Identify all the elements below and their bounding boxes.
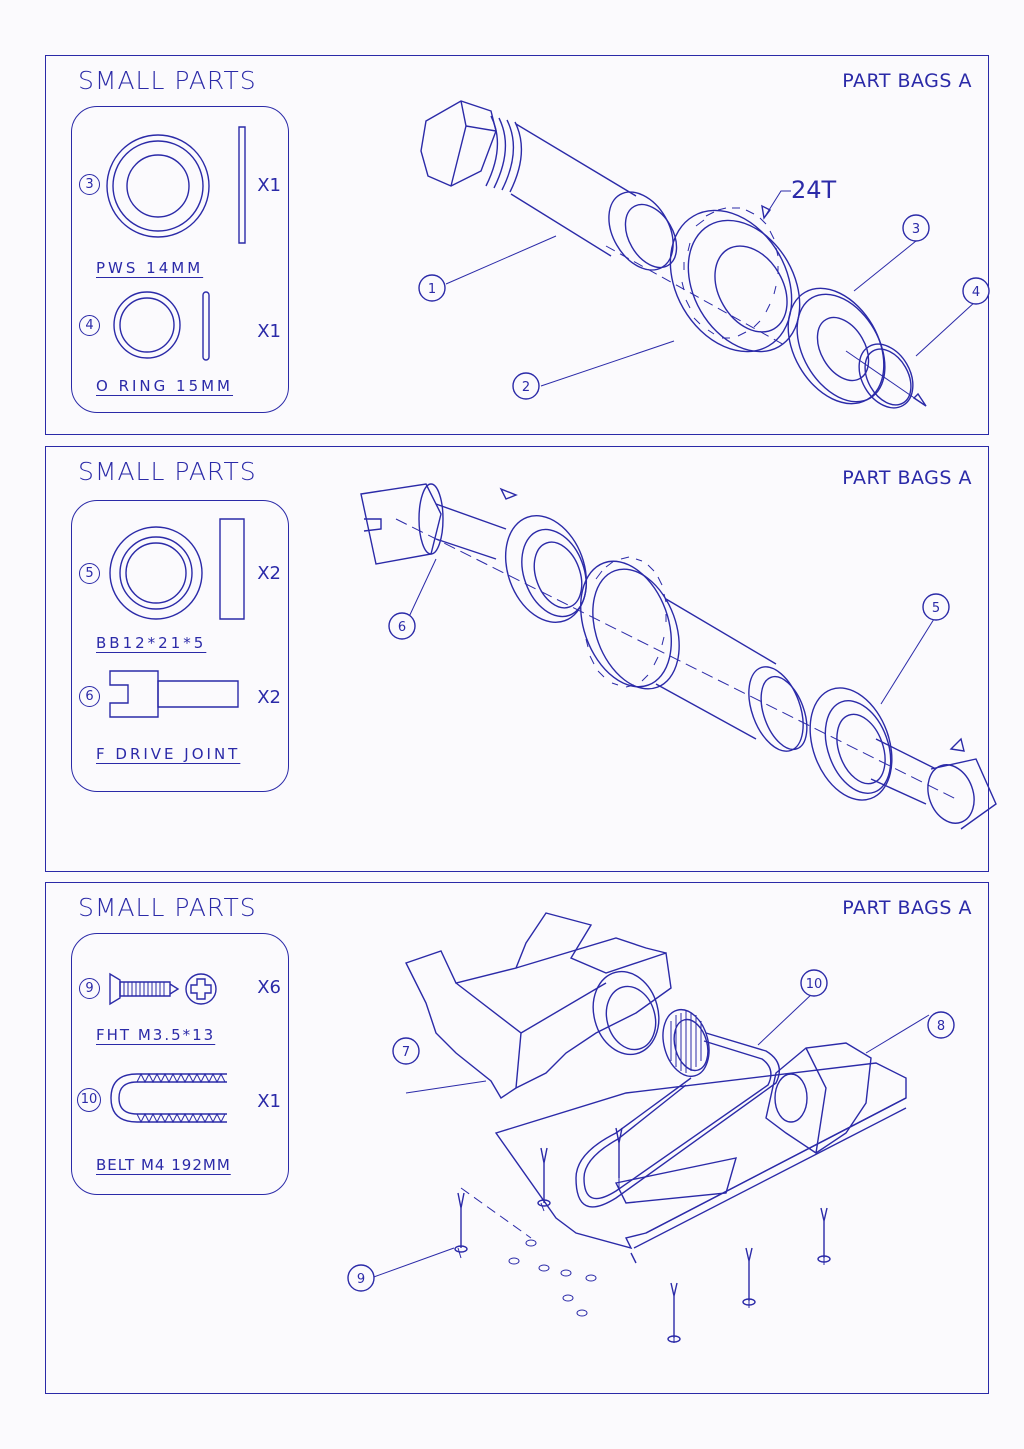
panel-title: SMALL PARTS [78,457,257,486]
ball-bearing-icon [110,519,280,629]
assembly-panel-1: SMALL PARTS PART BAGS A 3 X1 PWS 14MM 4 … [45,55,989,435]
svg-text:9: 9 [357,1272,365,1287]
part-name: BB12*21*5 [96,634,207,652]
quantity-label: X6 [257,977,281,998]
washer-icon [107,127,287,247]
belt-icon [107,1068,237,1128]
assembly-panel-3: SMALL PARTS PART BAGS A 9 X6 FHT M3.5*13… [45,882,989,1394]
quantity-label: X1 [257,321,281,342]
svg-text:1: 1 [428,282,436,297]
svg-text:2: 2 [522,380,530,395]
quantity-label: X1 [257,1091,281,1112]
part-bag-label: PART BAGS A [842,897,972,919]
panel-title: SMALL PARTS [78,66,257,95]
part-bag-label: PART BAGS A [842,70,972,92]
part-name: O RING 15MM [96,377,234,395]
assembly-panel-2: SMALL PARTS PART BAGS A 5 X2 BB12*21*5 6… [45,446,989,872]
callout-3: 3 [903,215,929,241]
svg-text:7: 7 [402,1045,410,1060]
drive-joint-icon [108,669,258,729]
part-name: BELT M4 192MM [96,1156,231,1174]
callout-4: 4 [963,278,989,304]
svg-text:8: 8 [937,1019,945,1034]
part-number-badge: 5 [79,563,100,584]
o-ring-icon [112,290,262,370]
svg-text:3: 3 [912,222,920,237]
callout-8: 8 [928,1012,954,1038]
small-parts-box: 3 X1 PWS 14MM 4 X1 O RING 15MM [71,106,289,413]
gear-tooth-label: 24T [791,176,837,204]
callout-9: 9 [348,1265,374,1291]
small-parts-box: 9 X6 FHT M3.5*13 10 X1 BELT M4 192MM [71,933,289,1195]
quantity-label: X2 [257,687,281,708]
callout-10: 10 [801,970,827,996]
part-number-badge: 10 [77,1088,101,1112]
callout-1: 1 [419,275,445,301]
quantity-label: X2 [257,563,281,584]
svg-text:5: 5 [932,601,940,616]
part-number-badge: 3 [79,174,100,195]
part-name: F DRIVE JOINT [96,745,241,763]
callout-7: 7 [393,1038,419,1064]
svg-text:4: 4 [972,285,980,300]
part-bag-label: PART BAGS A [842,467,972,489]
shaft-assembly-drawing: 24T 1 2 3 4 [366,76,966,436]
part-number-badge: 9 [79,978,100,999]
screw-icon [110,970,230,1010]
part-name: PWS 14MM [96,259,204,277]
callout-6: 6 [389,613,415,639]
gearbox-mount-drawing: 10 8 7 9 [286,903,966,1383]
panel-title: SMALL PARTS [78,893,257,922]
part-number-badge: 6 [79,686,100,707]
part-number-badge: 4 [79,315,100,336]
callout-5: 5 [923,594,949,620]
svg-text:6: 6 [398,620,406,635]
drive-shaft-drawing: 6 5 [336,459,986,859]
svg-text:10: 10 [806,977,823,992]
callout-2: 2 [513,373,539,399]
quantity-label: X1 [257,175,281,196]
part-name: FHT M3.5*13 [96,1026,216,1044]
small-parts-box: 5 X2 BB12*21*5 6 X2 F DRIVE JOINT [71,500,289,792]
